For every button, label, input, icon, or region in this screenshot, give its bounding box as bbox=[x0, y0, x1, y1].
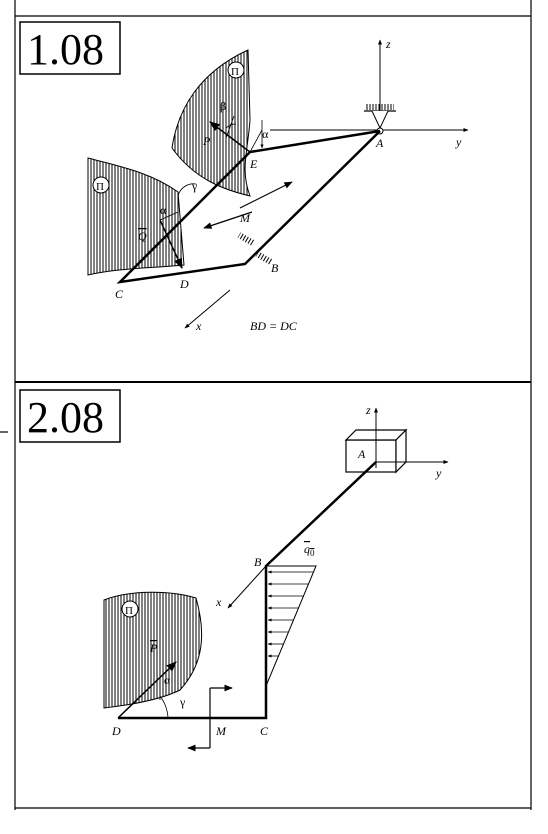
point-a-label-2: A bbox=[357, 447, 366, 461]
axis-z-label-1: z bbox=[385, 37, 391, 51]
axis-x-label-2: x bbox=[215, 595, 222, 609]
point-d-label-2: D bbox=[111, 724, 121, 738]
force-p-label-2: P bbox=[149, 641, 158, 655]
point-d-label-1: D bbox=[179, 277, 189, 291]
distributed-load bbox=[265, 565, 317, 687]
force-q-label: Q bbox=[138, 229, 147, 243]
point-b-label-1: B bbox=[271, 261, 279, 275]
plane-pi-2 bbox=[103, 591, 203, 709]
frame-body-1 bbox=[116, 129, 381, 284]
axis-y-label-1: y bbox=[455, 135, 462, 149]
load-q0-label: q0 bbox=[304, 542, 315, 558]
point-c-label-1: C bbox=[115, 287, 124, 301]
force-q bbox=[159, 219, 183, 269]
force-p-1 bbox=[209, 121, 251, 153]
figure-2-number: 2.08 bbox=[27, 393, 104, 442]
force-p-2 bbox=[117, 661, 177, 719]
gamma-label-2: γ bbox=[179, 695, 186, 709]
pi-top-label: Π bbox=[231, 66, 239, 78]
figure-1-08: 1.08 Π Π z y x A B C D bbox=[19, 21, 469, 333]
axis-x-2 bbox=[227, 565, 267, 609]
alpha-q-label: α bbox=[160, 203, 167, 217]
axis-x-label-1: x bbox=[195, 319, 202, 333]
point-b-label-2: B bbox=[254, 555, 262, 569]
beta-label: β bbox=[220, 99, 226, 113]
figure-1-number-box bbox=[19, 21, 121, 75]
figure-1-number: 1.08 bbox=[27, 25, 104, 74]
alpha-label-2: α bbox=[164, 673, 171, 687]
moment-m-label-2: M bbox=[215, 724, 227, 738]
figure-2-08: 2.08 A z y x B C D q bbox=[19, 389, 449, 752]
roller-support-b bbox=[237, 232, 273, 265]
pi-left-label: Π bbox=[96, 181, 104, 193]
axis-y-label-2: y bbox=[435, 466, 442, 480]
moment-m-label-1: M bbox=[239, 211, 251, 225]
point-a-label-1: A bbox=[375, 136, 384, 150]
figure-2-number-box bbox=[19, 389, 121, 443]
condition-label: BD = DC bbox=[250, 319, 298, 333]
point-e-label-1: E bbox=[249, 157, 258, 171]
gamma-label-1: γ bbox=[191, 179, 198, 193]
axis-z-label-2: z bbox=[365, 403, 371, 417]
force-p-label-1: P bbox=[202, 134, 211, 148]
page-frame bbox=[0, 0, 532, 810]
frame-body-2 bbox=[118, 461, 377, 720]
point-c-label-2: C bbox=[260, 724, 269, 738]
plane-pi-left bbox=[87, 157, 185, 276]
alpha-top-label: α bbox=[262, 127, 269, 141]
axis-x-1 bbox=[184, 289, 231, 329]
pi-label-2: Π bbox=[125, 605, 133, 617]
